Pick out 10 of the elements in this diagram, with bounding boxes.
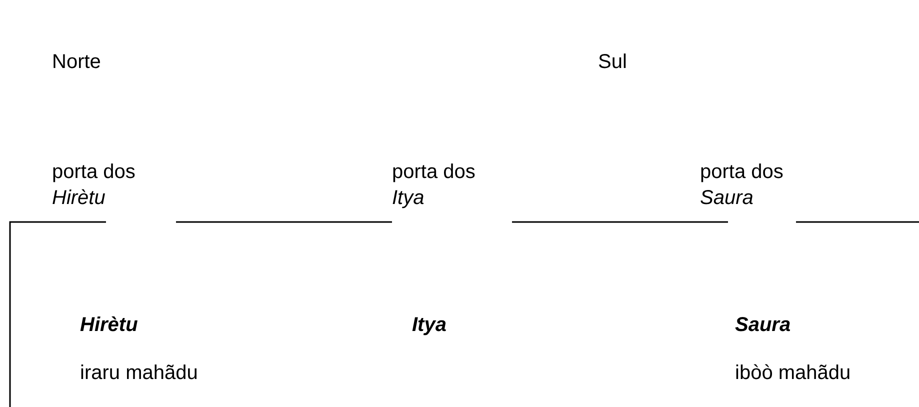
area-label: iraru mahãdu [80, 361, 198, 386]
direction-label: Sul [598, 50, 627, 75]
door-label: porta dos Hirètu [52, 160, 136, 211]
group-name: Itya [412, 313, 446, 338]
direction-label: Norte [52, 50, 101, 75]
door-label: porta dos Itya [392, 160, 476, 211]
group-name: Saura [735, 313, 791, 338]
area-label: ibòò mahãdu [735, 361, 851, 386]
group-name: Hirètu [80, 313, 138, 338]
door-label: porta dos Saura [700, 160, 784, 211]
